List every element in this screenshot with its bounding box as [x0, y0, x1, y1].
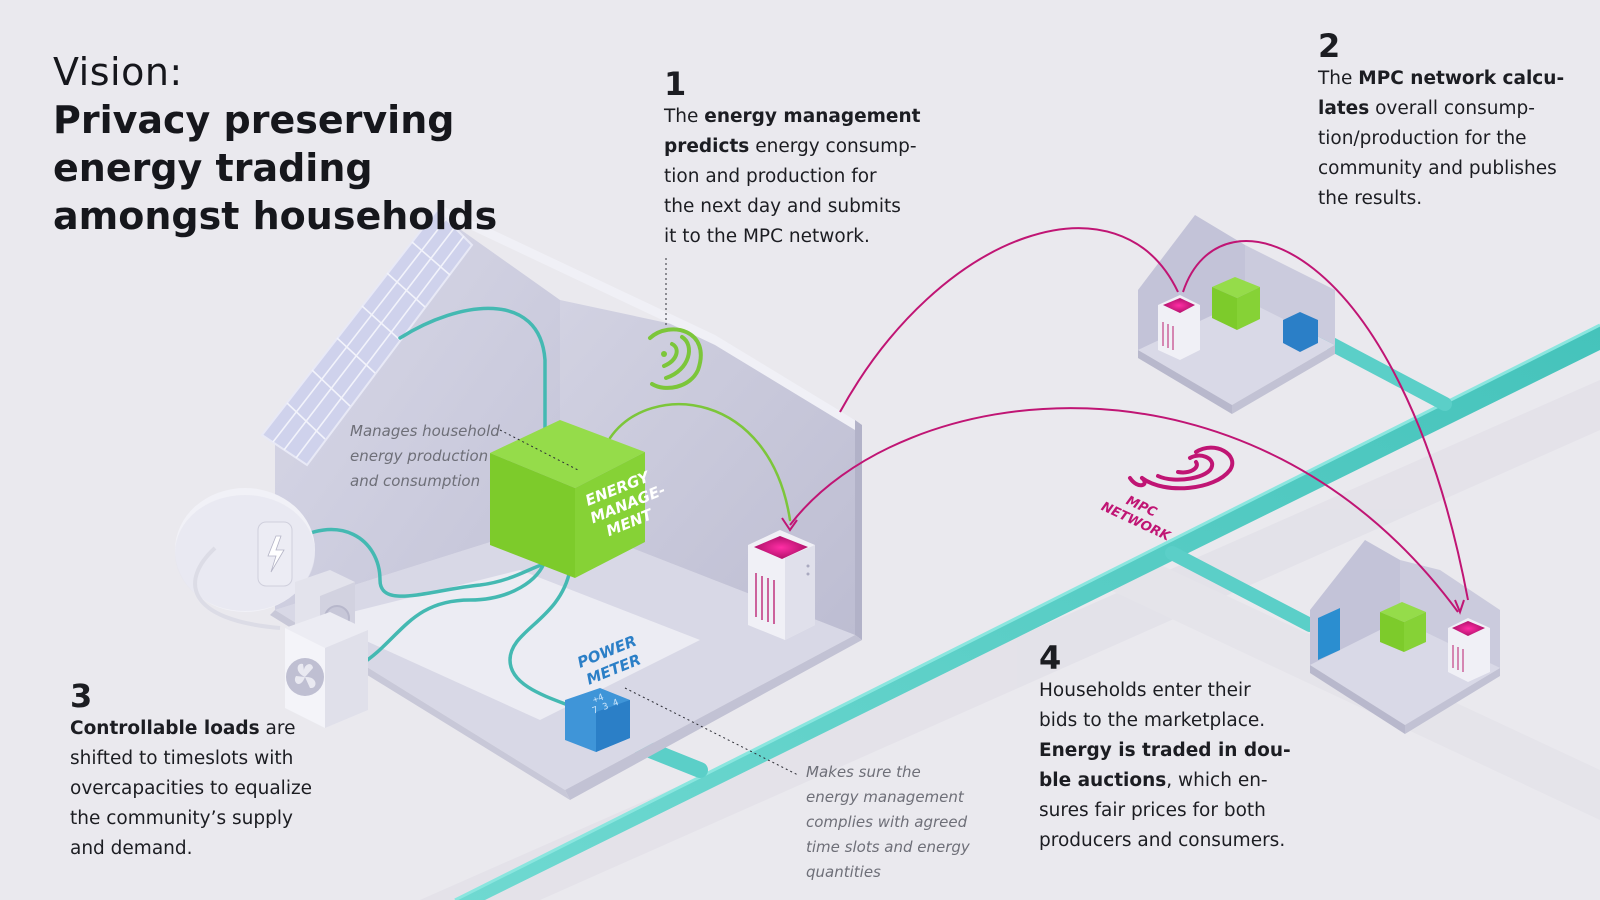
ev-charger	[175, 488, 315, 630]
text-segment: bids to the marketplace.	[1039, 710, 1266, 731]
note-line: energy production	[350, 447, 489, 465]
step-line: The MPC network calcu-	[1318, 64, 1588, 94]
bold-text: lates	[1318, 98, 1370, 119]
solar-panel	[260, 208, 474, 467]
text-segment: the results.	[1318, 188, 1423, 209]
fan-unit	[285, 612, 368, 728]
step-line: Controllable loads are	[70, 714, 340, 744]
step-3: 3 Controllable loads are shifted to times…	[70, 678, 340, 864]
title-line-2: energy trading	[53, 146, 373, 190]
signal-icon	[648, 327, 703, 390]
text-segment: shifted to timeslots with	[70, 748, 294, 769]
lightning-icon	[267, 535, 285, 573]
text-segment: The	[664, 106, 705, 127]
title-prefix: Vision:	[53, 50, 183, 94]
text-segment: the next day and submits	[664, 196, 901, 217]
text-segment: and demand.	[70, 838, 193, 859]
step-line: the next day and submits	[664, 192, 924, 222]
text-segment: tion and production for	[664, 166, 877, 187]
step-line: ble auctions, which en-	[1039, 766, 1309, 796]
step-line: shifted to timeslots with	[70, 744, 340, 774]
house-left-wall	[275, 215, 560, 610]
step-line: The energy management	[664, 102, 924, 132]
step-number: 3	[70, 677, 93, 715]
text-segment: overcapacities to equalize	[70, 778, 313, 799]
note-line: energy management	[806, 788, 964, 806]
step-line: overcapacities to equalize	[70, 774, 340, 804]
power-meter-note: Makes sure the energy management complie…	[806, 760, 996, 885]
step-line: lates overall consump-	[1318, 94, 1588, 124]
step-line: the results.	[1318, 184, 1588, 214]
step-number: 4	[1039, 639, 1062, 677]
step-line: Households enter their	[1039, 676, 1309, 706]
text-segment: overall consump-	[1369, 98, 1535, 119]
bold-text: energy management	[704, 106, 921, 127]
step-text: Households enter their bids to the market…	[1039, 676, 1309, 856]
text-segment: Households enter their	[1039, 680, 1251, 701]
note-line: Manages household	[350, 422, 500, 440]
step-line: sures fair prices for both	[1039, 796, 1309, 826]
mpc-arcs	[781, 227, 1469, 615]
step-line: community and publishes	[1318, 154, 1588, 184]
mpc-network-icon	[1128, 445, 1235, 491]
text-segment: producers and consumers.	[1039, 830, 1286, 851]
energy-management-box: ENERGY MANAGE- MENT	[490, 420, 668, 578]
step-line: predicts energy consump-	[664, 132, 924, 162]
mpc-server-main	[748, 530, 815, 640]
note-line: time slots and energy	[806, 838, 970, 856]
text-segment: it to the MPC network.	[664, 226, 870, 247]
text-segment: community and publishes	[1318, 158, 1557, 179]
step-number: 2	[1318, 27, 1341, 65]
mpc-network-label: MPC NETWORK	[1099, 485, 1180, 545]
step-line: producers and consumers.	[1039, 826, 1309, 856]
neighbor-house-top	[1138, 215, 1335, 414]
text-segment: the community’s supply	[70, 808, 293, 829]
title-line-1: Privacy preserving	[53, 98, 455, 142]
text-segment: tion/production for the	[1318, 128, 1527, 149]
bold-text: predicts	[664, 136, 750, 157]
bold-text: Controllable loads	[70, 718, 260, 739]
text-segment: sures fair prices for both	[1039, 800, 1266, 821]
step-4: 4 Households enter their bids to the mark…	[1039, 640, 1309, 856]
neighbor-house-bottom	[1310, 540, 1500, 734]
step-line: and demand.	[70, 834, 340, 864]
text-segment: energy consump-	[749, 136, 917, 157]
step-number: 1	[664, 65, 687, 103]
text-segment: , which en-	[1166, 770, 1268, 791]
step-line: it to the MPC network.	[664, 222, 924, 252]
step-line: tion/production for the	[1318, 124, 1588, 154]
note-line: and consumption	[350, 472, 481, 490]
cables	[283, 306, 792, 714]
step-line: Energy is traded in dou-	[1039, 736, 1309, 766]
note-line: complies with agreed	[806, 813, 968, 831]
title-line-3: amongst households	[53, 194, 498, 238]
title-block: Vision: Privacy preserving energy tradin…	[53, 48, 523, 240]
note-line: Makes sure the	[806, 763, 921, 781]
text-segment: The	[1318, 68, 1359, 89]
step-text: The MPC network calcu-lates overall cons…	[1318, 64, 1588, 214]
bold-text: Energy is traded in dou-	[1039, 740, 1291, 761]
step-line: the community’s supply	[70, 804, 340, 834]
step-text: Controllable loads are shifted to timeslo…	[70, 714, 340, 864]
bold-text: ble auctions	[1039, 770, 1167, 791]
step-2: 2 The MPC network calcu-lates overall co…	[1318, 28, 1588, 214]
step-line: bids to the marketplace.	[1039, 706, 1309, 736]
step-line: tion and production for	[664, 162, 924, 192]
text-segment: are	[259, 718, 296, 739]
energy-management-note: Manages household energy production and …	[350, 419, 530, 494]
bold-text: MPC network calcu-	[1358, 68, 1565, 89]
note-line: quantities	[806, 863, 881, 881]
